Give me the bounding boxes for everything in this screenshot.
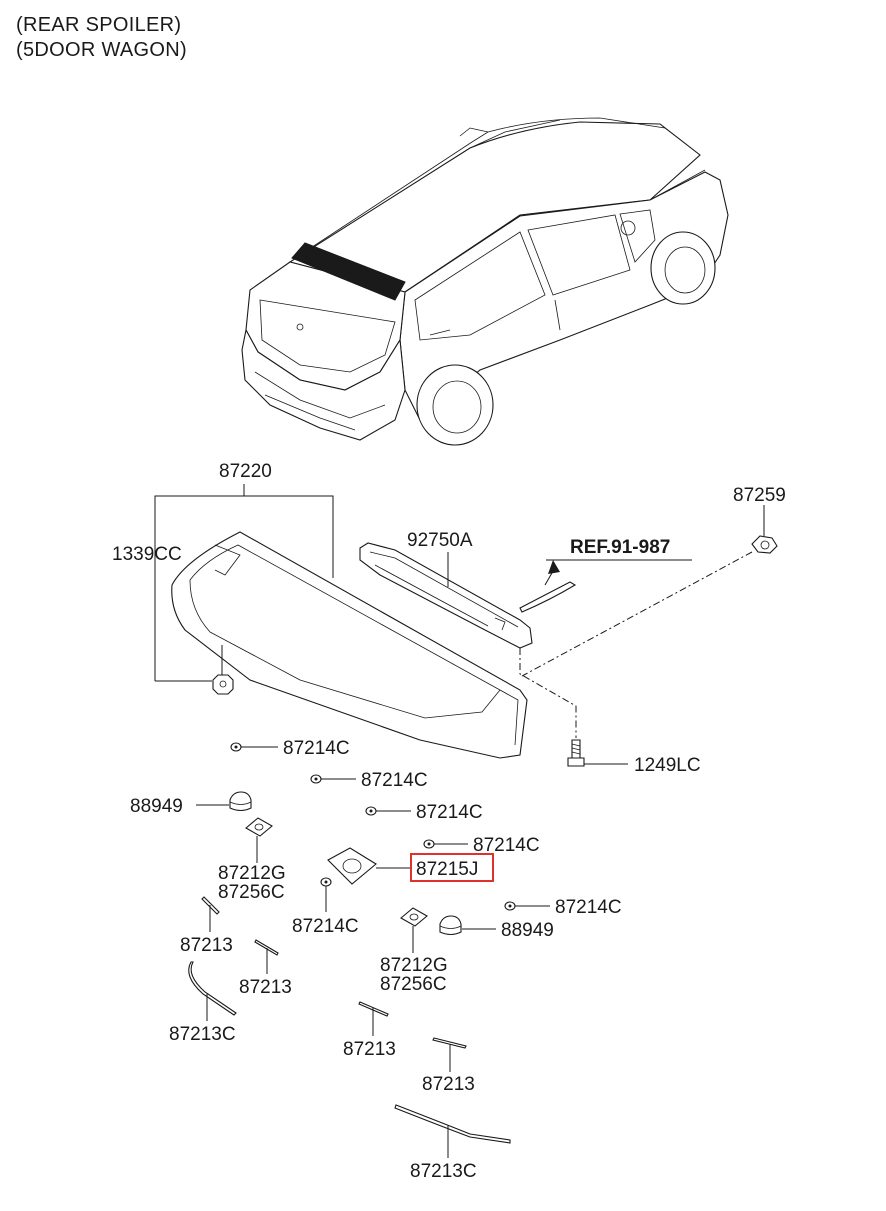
label-87213C-1: 87213C <box>169 1024 236 1045</box>
tape-87213C-a <box>188 961 237 1016</box>
car-illustration <box>241 117 729 446</box>
stop-lamp-92750A <box>359 542 533 649</box>
bumper-stop-88949-a <box>229 791 252 812</box>
diagram-title-line-2: (5DOOR WAGON) <box>16 39 187 61</box>
label-87213-2: 87213 <box>239 977 292 998</box>
label-88949-2: 88949 <box>501 920 554 941</box>
label-1249LC: 1249LC <box>634 755 701 776</box>
label-87214C-1: 87214C <box>283 738 350 759</box>
label-87213-1: 87213 <box>180 935 233 956</box>
label-87212G-1: 87212G <box>218 863 286 884</box>
label-92750A: 92750A <box>407 530 473 551</box>
gasket-87215J <box>327 847 377 885</box>
label-88949-1: 88949 <box>130 796 183 817</box>
grommet-87259 <box>751 535 778 554</box>
label-87213-4: 87213 <box>422 1074 475 1095</box>
label-87215J: 87215J <box>416 859 478 880</box>
label-87212G-2: 87212G <box>380 955 448 976</box>
spoiler-assembly-87220 <box>171 531 528 759</box>
label-1339CC: 1339CC <box>112 544 182 565</box>
label-87213C-2: 87213C <box>410 1161 477 1182</box>
label-87213-3: 87213 <box>343 1039 396 1060</box>
tape-87213-d <box>432 1037 467 1049</box>
label-87214C-2: 87214C <box>361 770 428 791</box>
diagram-title-line-1: (REAR SPOILER) <box>16 14 182 36</box>
label-87214C-4: 87214C <box>473 835 540 856</box>
label-87214C-3: 87214C <box>416 802 483 823</box>
tape-87213-b <box>254 939 279 956</box>
label-87214C-6: 87214C <box>555 897 622 918</box>
label-reference: REF.91-987 <box>570 537 670 558</box>
tape-87213C-b <box>394 1104 511 1144</box>
label-87259: 87259 <box>733 485 786 506</box>
pad-87212G-b <box>400 907 428 927</box>
label-87256C-1: 87256C <box>218 882 285 903</box>
pad-87212G-a <box>245 817 273 837</box>
nut-1339CC <box>212 674 234 695</box>
bumper-stop-88949-b <box>439 915 462 936</box>
screw-1249LC <box>567 739 585 767</box>
highlight-box-87215J <box>410 853 494 882</box>
label-87214C-5: 87214C <box>292 916 359 937</box>
label-87256C-2: 87256C <box>380 974 447 995</box>
label-87220: 87220 <box>219 461 272 482</box>
part-labels: 87220 1339CC 92750A REF.91-987 87259 124… <box>112 461 786 1182</box>
